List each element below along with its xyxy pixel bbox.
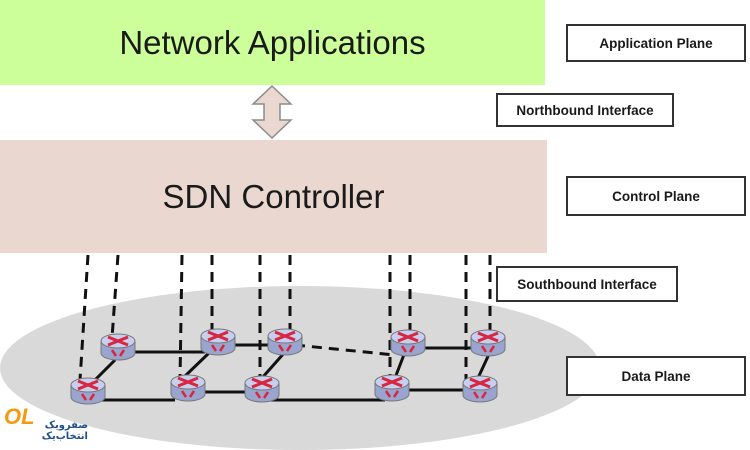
- control-plane-label: Control Plane: [566, 176, 746, 216]
- router-icon: [100, 333, 136, 361]
- router-icon: [267, 328, 303, 356]
- southbound-links: [78, 254, 492, 381]
- router-icon: [390, 329, 426, 357]
- router-icon: [70, 377, 106, 405]
- logo-mark: OL: [4, 404, 35, 429]
- logo-text: صفرویک انتخاب‌یک: [41, 420, 88, 442]
- network-applications-title: Network Applications: [119, 23, 426, 61]
- data-plane-ellipse: [0, 286, 600, 450]
- router-icon: [170, 374, 206, 402]
- double-arrow-icon: [251, 84, 293, 140]
- application-plane-text: Application Plane: [599, 35, 713, 51]
- sdn-controller-block: SDN Controller: [0, 140, 547, 253]
- network-applications-block: Network Applications: [0, 0, 545, 85]
- router-icon: [200, 328, 236, 356]
- router-icon: [244, 375, 280, 403]
- router-icon: [470, 329, 506, 357]
- southbound-interface-label: Southbound Interface: [496, 266, 678, 302]
- data-plane-text: Data Plane: [621, 368, 691, 384]
- control-plane-text: Control Plane: [612, 188, 700, 204]
- watermark-logo: OL صفرویک انتخاب‌یک: [0, 402, 90, 448]
- northbound-interface-text: Northbound Interface: [516, 102, 654, 118]
- routers: [70, 328, 506, 405]
- router-icon: [462, 375, 498, 403]
- application-plane-label: Application Plane: [566, 24, 746, 62]
- router-icon: [374, 374, 410, 402]
- data-plane-label: Data Plane: [566, 356, 746, 396]
- northbound-interface-label: Northbound Interface: [496, 93, 674, 127]
- sdn-controller-title: SDN Controller: [162, 177, 385, 215]
- southbound-interface-text: Southbound Interface: [517, 276, 657, 292]
